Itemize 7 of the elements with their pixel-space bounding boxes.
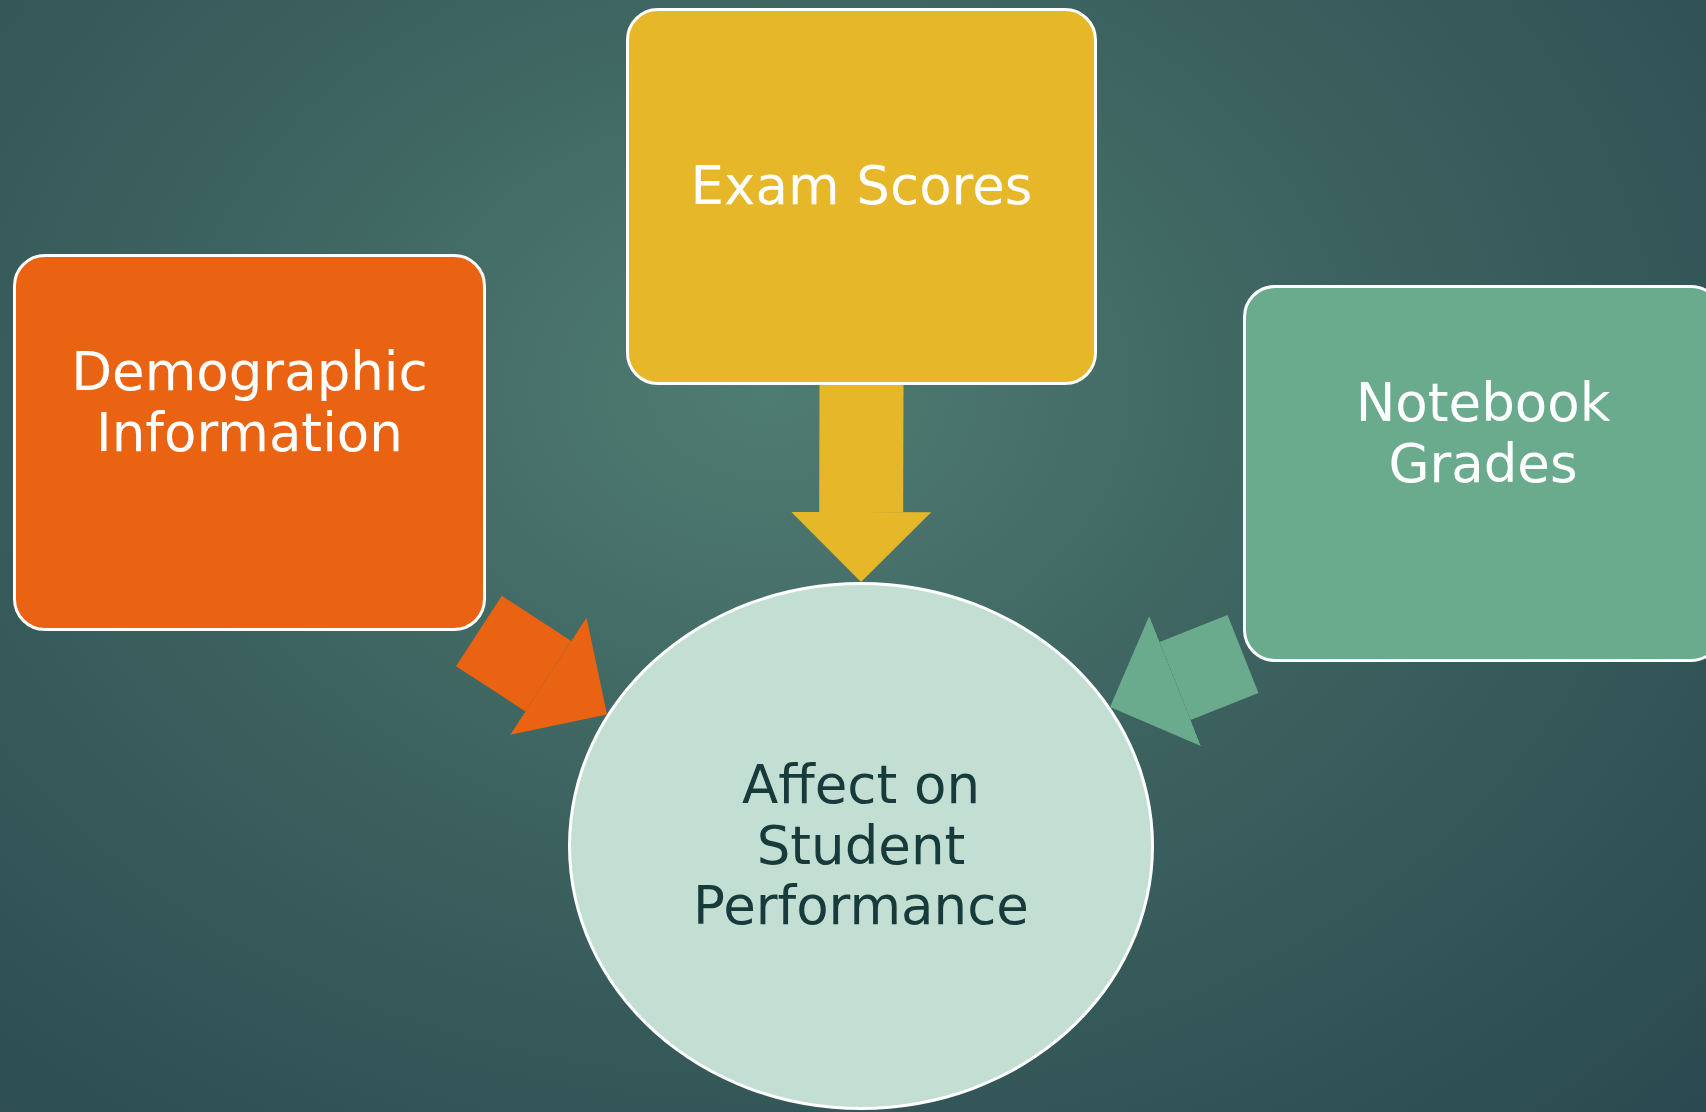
category-box <box>1243 285 1706 662</box>
node-label: Affect on Student Performance <box>692 754 1030 938</box>
category-box <box>13 254 486 631</box>
node-label: Demographic Information <box>70 341 429 464</box>
node-label: Exam Scores <box>689 156 1034 217</box>
category-box <box>626 8 1097 385</box>
node-label: Notebook Grades <box>1354 372 1612 495</box>
